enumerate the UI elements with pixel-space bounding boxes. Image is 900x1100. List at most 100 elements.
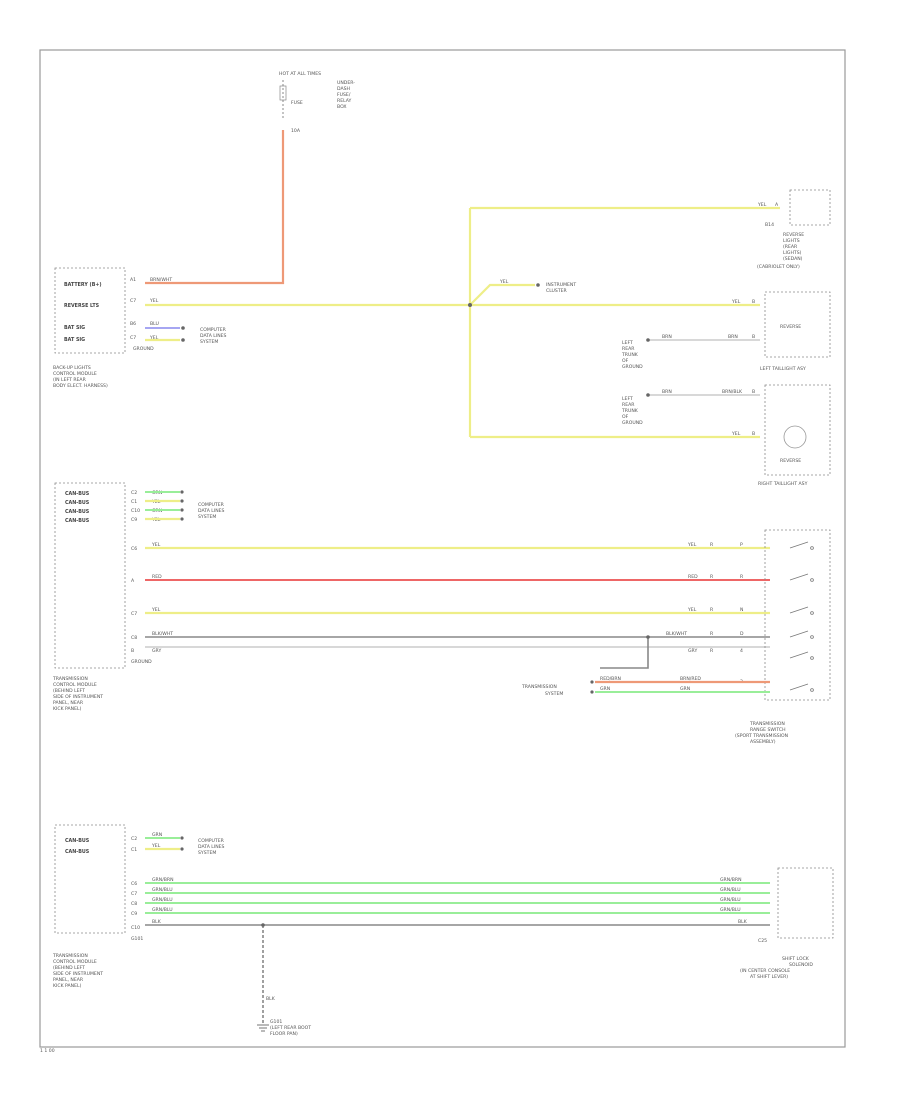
module-wire-color-4: YEL: [149, 335, 159, 341]
gref1-label: LEFT REAR TRUNK OF GROUND: [621, 340, 643, 370]
module-pin-label-3: BAT SIG: [64, 325, 85, 331]
ecm-pin-label-1: CAN-BUS: [65, 838, 90, 844]
tcm-wire-pin-5: R: [710, 648, 714, 654]
rs-pos-3: N: [740, 607, 743, 613]
splice-color: YEL: [499, 279, 509, 285]
rs-pos-4: D: [740, 631, 744, 637]
tcm-pin-label-1: CAN-BUS: [65, 491, 90, 497]
module-ref-system-2: DATA LINES: [200, 333, 227, 339]
fuse-id: FUSE: [291, 100, 303, 106]
tcm-module: CAN-BUS CAN-BUS CAN-BUS CAN-BUS C2 C1 C1…: [52, 482, 225, 712]
module-pin-num-2: C7: [130, 298, 136, 304]
ecm-wire-color-5: BLK: [152, 919, 162, 925]
tcm-pin-num-4: C9: [131, 517, 137, 523]
module-name-2: CONTROL MODULE: [53, 371, 97, 377]
gref2-label: LEFT REAR TRUNK OF GROUND: [621, 396, 643, 426]
tcm-wire-color-4: BLK/WHT: [152, 631, 173, 637]
range-switch: P R N D 4 3 TRANSMISSION RANGE SWITCH (S…: [735, 529, 831, 745]
gref2-pin: B: [752, 389, 755, 395]
gref2-color: BRN: [662, 389, 672, 395]
tcm-pin-label-2: CAN-BUS: [65, 500, 90, 506]
module-name-3: (IN LEFT REAR: [53, 377, 87, 383]
rs-ref-2: SYSTEM: [545, 691, 563, 697]
rc1-code: B14: [765, 222, 774, 228]
rc2-color: YEL: [731, 299, 741, 305]
module-pin-label-1: BATTERY (B+): [64, 282, 102, 288]
rc1-pin: A: [775, 202, 779, 208]
ecm-wire-end-4: GRN/BLU: [720, 907, 741, 913]
fuse-box-line-4: RELAY: [337, 98, 352, 104]
gref1-pin: B: [752, 334, 755, 340]
rs-name-4: ASSEMBLY): [750, 739, 776, 745]
tcm-wire-pin-3: R: [710, 607, 714, 613]
rc1-color: YEL: [757, 202, 767, 208]
ecm-name-5: PANEL, NEAR: [53, 977, 84, 983]
ecm-pin-color-2: YEL: [151, 843, 161, 849]
shift-lock-name-2: SOLENOID: [789, 962, 813, 968]
tcm-name-4: SIDE OF INSTRUMENT: [53, 694, 103, 700]
ground-label-3: FLOOR PAN): [270, 1031, 298, 1037]
ecm-wire-color-4: GRN/BLU: [152, 907, 173, 913]
gref2-line-5: GROUND: [622, 420, 643, 426]
ecm-wire-num-3: C8: [131, 901, 137, 907]
rs-extra-color-2: GRN: [600, 686, 610, 692]
gref2-line-3: TRUNK: [621, 408, 639, 414]
ecm-module: CAN-BUS CAN-BUS C2 C1 GRN YEL COMPUTER D…: [52, 824, 225, 989]
tcm-wire-num-3: C7: [131, 611, 137, 617]
tcm-wire-end-3: YEL: [687, 607, 697, 613]
fuse-box-label: UNDER- DASH FUSE/ RELAY BOX: [337, 80, 355, 110]
gref1-line-2: REAR: [622, 346, 635, 352]
gref2-line-2: REAR: [622, 402, 635, 408]
tcm-pin-num-1: C2: [131, 490, 137, 496]
tcm-wire-end-5: GRY: [688, 648, 697, 654]
left-taillight: YEL B REVERSE LEFT TAILLIGHT ASY: [731, 291, 831, 372]
tcm-wire-end-2: RED: [688, 574, 698, 580]
battery-feed-wire: [145, 130, 285, 285]
ecm-pin-label-2: CAN-BUS: [65, 849, 90, 855]
tcm-wire-num-4: C8: [131, 635, 137, 641]
rs-extra-end-1: BRN/RED: [680, 676, 701, 682]
rc3-sub: RIGHT TAILLIGHT ASY: [758, 481, 808, 487]
rc3-name: REVERSE: [780, 458, 801, 464]
ecm-wire-num-1: C6: [131, 881, 137, 887]
tcm-wire-num-5: B: [131, 648, 134, 654]
tcm-pin-label-3: CAN-BUS: [65, 509, 90, 515]
ecm-name-3: (BEHIND LEFT: [53, 965, 85, 971]
module-wire-color-1: BRN/WHT: [150, 277, 172, 283]
fuse-box-line-3: FUSE/: [337, 92, 351, 98]
right-taillight: YEL B REVERSE RIGHT TAILLIGHT ASY: [731, 384, 831, 487]
module-pin-label-2: REVERSE LTS: [64, 303, 100, 309]
rc1-name-6: (CABRIOLET ONLY): [757, 264, 800, 270]
reverse-light-top: YEL A B14 REVERSE LIGHTS (REAR LIGHTS) (…: [757, 189, 831, 270]
gref1-line-1: LEFT: [622, 340, 633, 346]
rc3-color: YEL: [731, 431, 741, 437]
shift-lock-solenoid: C25 SHIFT LOCK SOLENOID (IN CENTER CONSO…: [740, 867, 834, 980]
module-ref-system-1: COMPUTER: [200, 327, 227, 333]
ecm-ground-wire-color: BLK: [266, 996, 276, 1002]
tcm-pin-num-3: C10: [131, 508, 140, 514]
shift-lock-name-1: SHIFT LOCK: [782, 956, 810, 962]
fuse-box-line-2: DASH: [337, 86, 350, 92]
tcm-wire-pin-1: R: [710, 542, 714, 548]
rs-extra-color-1: RED/BRN: [600, 676, 621, 682]
splice-name-1: INSTRUMENT: [546, 282, 576, 288]
module-pin-num-3: B6: [130, 321, 136, 327]
ecm-pin-num-2: C1: [131, 847, 137, 853]
ground-label-1: G101: [270, 1019, 282, 1025]
rc3-pin: B: [752, 431, 755, 437]
gref2-wire: BRN/BLK: [722, 389, 743, 395]
rs-pos-2: R: [740, 574, 744, 580]
ecm-pin-color-1: GRN: [152, 832, 162, 838]
diagram-frame: [39, 49, 846, 1048]
tcm-name-3: (BEHIND LEFT: [53, 688, 85, 694]
ecm-ref: G101: [131, 936, 143, 942]
gref2-line-1: LEFT: [622, 396, 633, 402]
tcm-name-1: TRANSMISSION: [52, 676, 88, 682]
rc2-name: REVERSE: [780, 324, 801, 330]
tcm-ref-system-3: SYSTEM: [198, 514, 216, 520]
ecm-wire-num-2: C7: [131, 891, 137, 897]
splice-branch: [469, 283, 535, 306]
ecm-wire-end-5: BLK: [738, 919, 748, 925]
tcm-wire-pin-4: R: [710, 631, 714, 637]
